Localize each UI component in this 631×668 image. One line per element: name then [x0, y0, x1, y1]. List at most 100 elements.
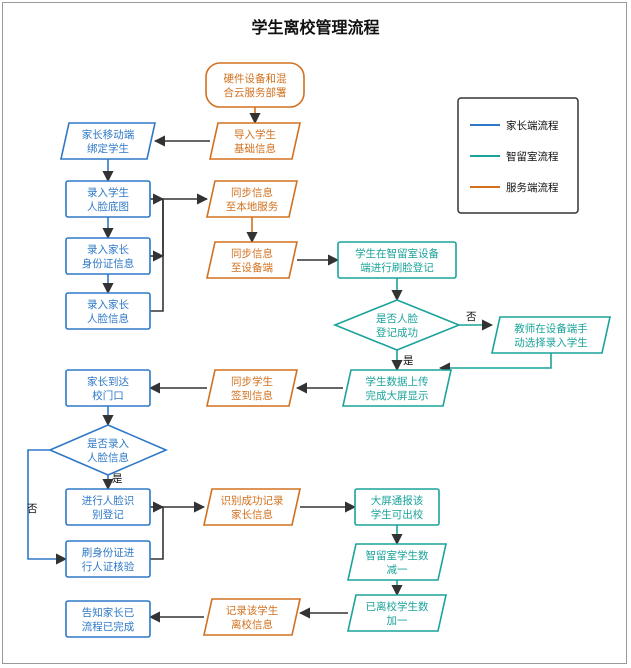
- node-text: 硬件设备和混: [224, 72, 287, 85]
- node-shape: [65, 292, 151, 330]
- node-text: 导入学生: [234, 128, 276, 141]
- node-shape: [347, 543, 447, 581]
- node-text: 教师在设备端手: [514, 322, 588, 335]
- node-shape: [206, 369, 298, 407]
- node-text: 家长到达: [87, 375, 129, 388]
- node-text: 加一: [387, 615, 408, 627]
- edge-teacher-upload: [438, 353, 552, 374]
- node-text: 登记成功: [376, 326, 418, 339]
- edge-id-merge2: [150, 501, 206, 560]
- node-shape: [354, 488, 440, 526]
- node-text: 校门口: [92, 389, 124, 402]
- node-text: 人脸底图: [87, 200, 129, 213]
- node-text: 录入家长: [87, 298, 129, 311]
- node-shape: [342, 369, 452, 407]
- node-text: 流程已完成: [82, 620, 135, 633]
- node-shape: [47, 424, 169, 476]
- edge-labels: 否 是 是 否: [27, 311, 477, 515]
- node-text: 签到信息: [231, 389, 273, 402]
- node-text: 录入家长: [87, 243, 129, 256]
- node-text: 动选择录入学生: [514, 336, 588, 349]
- node-text: 至本地服务: [226, 200, 279, 213]
- node-text: 同步信息: [231, 247, 273, 260]
- edge-label-no-teacher: 否: [466, 311, 477, 323]
- node-shape: [65, 237, 151, 275]
- node-text: 端进行刷脸登记: [360, 261, 434, 274]
- node-shape: [65, 600, 151, 638]
- node-text: 告知家长已: [82, 606, 135, 619]
- edge-pface-merge: [150, 193, 209, 312]
- node-shape: [209, 122, 301, 160]
- node-text: 进行人脸识: [82, 494, 135, 507]
- legend: 家长端流程 智留室流程 服务端流程: [457, 97, 579, 214]
- node-shape: [332, 299, 462, 351]
- edge-decide-id: [27, 449, 68, 565]
- node-text: 识别成功记录: [221, 495, 284, 507]
- legend-room-label: 智留室流程: [506, 150, 559, 163]
- node-text: 大屏通报该: [371, 494, 424, 507]
- node-text: 是否人脸: [376, 312, 418, 325]
- legend-server-label: 服务端流程: [506, 181, 559, 194]
- node-shape: [205, 62, 305, 108]
- diagram-title: 学生离校管理流程: [251, 18, 380, 37]
- node-text: 基础信息: [234, 142, 276, 155]
- legend-parent-label: 家长端流程: [506, 119, 559, 132]
- node-shape: [203, 598, 301, 636]
- node-text: 家长信息: [231, 508, 273, 521]
- node-shape: [491, 316, 611, 354]
- node-text: 已离校学生数: [366, 600, 429, 613]
- node-text: 刷身份证进: [82, 546, 135, 559]
- node-text: 减一: [387, 564, 408, 576]
- node-text: 家长移动端: [82, 128, 135, 141]
- node-shape: [65, 180, 151, 218]
- node-shape: [203, 488, 301, 526]
- node-text: 学生可出校: [371, 508, 424, 521]
- node-text: 记录该学生: [226, 604, 279, 617]
- node-text: 完成大屏显示: [366, 389, 429, 402]
- node-shape: [65, 540, 151, 578]
- node-shape: [65, 488, 151, 526]
- node-shape: [347, 594, 447, 632]
- node-text: 学生数据上传: [366, 375, 429, 388]
- node-text: 别登记: [92, 508, 124, 521]
- node-text: 行人证核验: [82, 560, 135, 573]
- node-text: 学生在智留室设备: [355, 247, 439, 260]
- node-text: 人脸信息: [87, 312, 129, 325]
- node-shape: [60, 122, 156, 160]
- node-shape: [337, 241, 457, 279]
- legend-box: [457, 97, 579, 214]
- node-shape: [206, 241, 298, 279]
- node-text: 录入学生: [87, 186, 129, 199]
- node-shape: [65, 369, 151, 407]
- node-shape: [206, 180, 298, 218]
- edge-label-yes-face: 是: [112, 473, 123, 485]
- node-text: 同步学生: [231, 375, 273, 388]
- node-text: 是否录入: [87, 438, 129, 450]
- edge-label-yes-upload: 是: [403, 355, 414, 367]
- flow-nodes: 硬件设备和混合云服务部署导入学生基础信息家长移动端绑定学生录入学生人脸底图录入家…: [47, 62, 611, 638]
- node-text: 人脸信息: [87, 451, 129, 464]
- edge-label-no-id: 否: [27, 503, 38, 515]
